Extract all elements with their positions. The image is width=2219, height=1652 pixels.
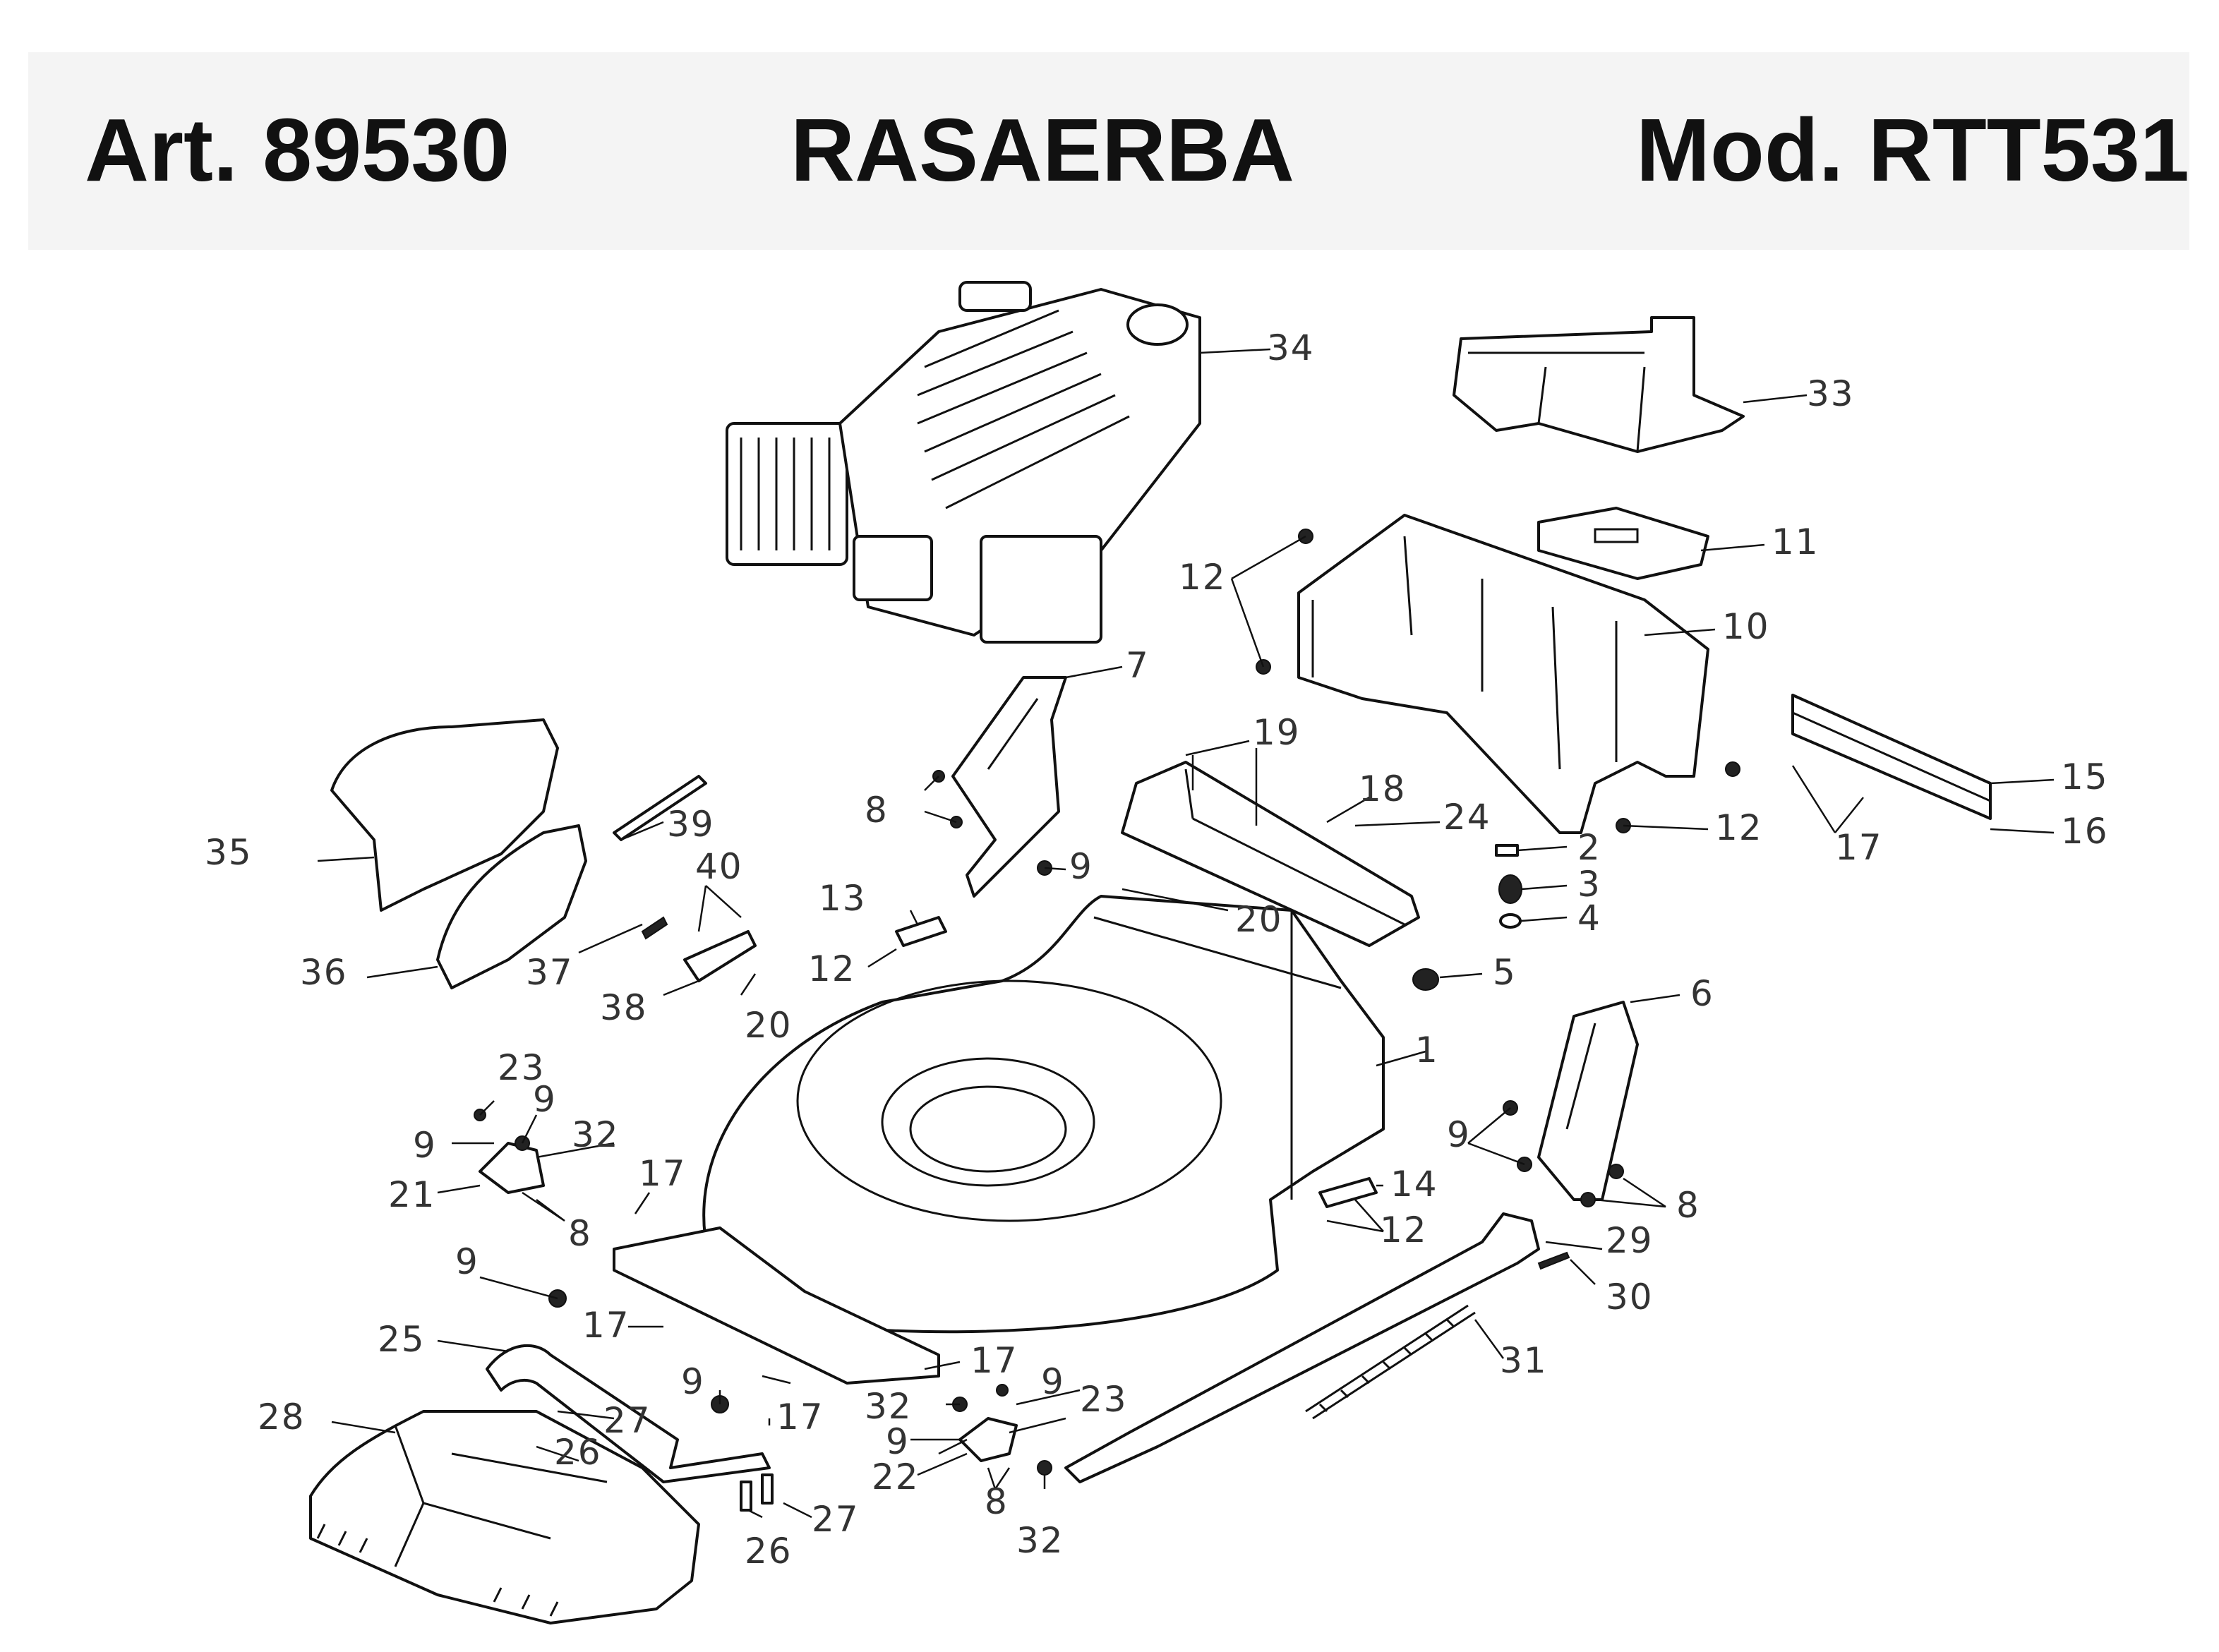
callout-9-lower: 9 xyxy=(1041,1361,1065,1402)
right-wheel-plate-part xyxy=(1537,1001,1639,1201)
callout-1: 1 xyxy=(1415,1030,1439,1071)
callout-27-right: 27 xyxy=(812,1499,860,1540)
callout-20-bracket: 20 xyxy=(745,1005,793,1046)
callout-18: 18 xyxy=(1359,768,1407,809)
callout-33: 33 xyxy=(1807,373,1855,414)
callout-9-front: 9 xyxy=(681,1361,705,1402)
callout-26-left: 26 xyxy=(554,1432,602,1473)
callout-23-left: 23 xyxy=(498,1047,546,1088)
product-title: RASAERBA xyxy=(790,100,1295,200)
grass-chute-part xyxy=(1453,316,1745,453)
cover-plate-part xyxy=(1537,507,1709,580)
callout-6: 6 xyxy=(1690,973,1714,1014)
callout-17-right: 17 xyxy=(970,1340,1018,1381)
callout-14: 14 xyxy=(1390,1164,1438,1205)
callout-17-rear: 17 xyxy=(1835,827,1883,868)
callout-32-bottom: 32 xyxy=(1016,1520,1064,1561)
callout-15: 15 xyxy=(2061,756,2109,797)
callout-17-upper: 17 xyxy=(639,1153,687,1194)
callout-12-left: 12 xyxy=(808,948,856,989)
callout-8-bottom: 8 xyxy=(985,1481,1009,1522)
callout-4: 4 xyxy=(1577,898,1601,939)
callout-20-deck: 20 xyxy=(1235,899,1283,940)
front-axle-part xyxy=(486,1344,771,1483)
callout-8-left: 8 xyxy=(865,790,889,831)
callout-35: 35 xyxy=(205,832,253,873)
callout-9-right: 9 xyxy=(1447,1114,1471,1155)
left-wheel-plate-part xyxy=(951,676,1067,898)
callout-30: 30 xyxy=(1606,1277,1654,1318)
callout-32-mid: 32 xyxy=(865,1386,913,1427)
callout-12-housing: 12 xyxy=(1715,807,1763,848)
engine-part xyxy=(726,281,1201,644)
callout-32-left: 32 xyxy=(572,1114,620,1155)
callout-13: 13 xyxy=(819,878,867,919)
callout-21: 21 xyxy=(388,1174,436,1215)
callout-9-plate: 9 xyxy=(1069,846,1093,887)
front-bumper-cover-part xyxy=(309,1410,700,1624)
callout-27-left: 27 xyxy=(603,1400,651,1441)
callout-labels: 1 2 3 4 5 6 7 8 8 8 8 9 9 9 9 9 9 9 9 10… xyxy=(205,327,2109,1572)
callout-8-right: 8 xyxy=(1676,1185,1700,1226)
callout-9-bottom: 9 xyxy=(886,1421,910,1462)
callout-26-right: 26 xyxy=(745,1531,793,1572)
callout-9-mid: 9 xyxy=(455,1241,479,1282)
callout-16: 16 xyxy=(2061,811,2109,852)
front-wheel-cover-part xyxy=(436,824,587,989)
callout-9-upper: 9 xyxy=(533,1079,557,1120)
callout-7: 7 xyxy=(1126,645,1150,686)
mower-deck-part xyxy=(613,895,1385,1385)
callout-12-right: 12 xyxy=(1380,1210,1428,1250)
rear-wheel-cover-part xyxy=(330,718,559,912)
callout-17-front: 17 xyxy=(776,1397,824,1437)
callout-leaders xyxy=(317,348,2055,1519)
callout-3: 3 xyxy=(1577,864,1601,905)
callout-19: 19 xyxy=(1253,712,1301,753)
rear-flap-part xyxy=(1121,748,1420,947)
callout-36: 36 xyxy=(300,952,348,993)
callout-38: 38 xyxy=(600,987,648,1028)
rear-housing-part xyxy=(1297,514,1709,834)
model-number: Mod. RTT531 xyxy=(1635,100,2189,200)
header-bar xyxy=(28,52,2189,250)
small-hardware-parts xyxy=(1412,844,1522,991)
callout-37: 37 xyxy=(526,952,574,993)
bracket-part xyxy=(641,916,757,982)
callout-10: 10 xyxy=(1722,606,1770,647)
callout-23-right: 23 xyxy=(1080,1379,1128,1420)
callout-29: 29 xyxy=(1606,1220,1654,1261)
callout-39: 39 xyxy=(667,804,715,845)
callout-22: 22 xyxy=(872,1457,920,1497)
callout-9-left: 9 xyxy=(413,1125,437,1166)
callout-2: 2 xyxy=(1577,827,1601,868)
callout-5: 5 xyxy=(1493,952,1517,993)
lever-pin-part xyxy=(1537,1251,1570,1270)
callout-40: 40 xyxy=(695,846,743,887)
height-adjuster-part xyxy=(479,1142,1018,1462)
callout-25: 25 xyxy=(378,1319,426,1360)
callout-28: 28 xyxy=(258,1397,306,1437)
callout-24: 24 xyxy=(1443,797,1491,838)
callout-34: 34 xyxy=(1267,327,1315,368)
callout-11: 11 xyxy=(1772,521,1820,562)
callout-12-top: 12 xyxy=(1179,557,1227,598)
rear-bar-part xyxy=(1791,694,1992,820)
callout-8-adjuster: 8 xyxy=(568,1213,592,1254)
article-number: Art. 89530 xyxy=(85,100,510,200)
tension-spring-part xyxy=(1305,1304,1476,1420)
callout-31: 31 xyxy=(1500,1340,1548,1381)
axle-rod-part xyxy=(613,775,707,841)
hinge-plate-part xyxy=(895,916,1378,1208)
height-lever-part xyxy=(1064,1212,1540,1483)
callout-17-mid: 17 xyxy=(582,1305,630,1346)
